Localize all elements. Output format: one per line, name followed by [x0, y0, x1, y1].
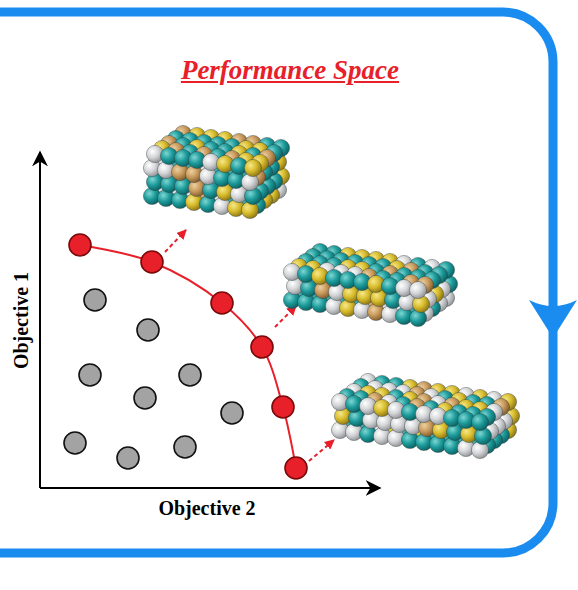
nanoparticle-slab	[331, 373, 519, 458]
pointer-arrow	[165, 230, 186, 252]
pareto-point	[69, 234, 91, 256]
candidate-point	[64, 432, 86, 454]
candidate-point	[137, 319, 159, 341]
candidate-point	[134, 387, 156, 409]
pareto-point	[141, 251, 163, 273]
cycle-border	[0, 12, 553, 553]
atom	[244, 159, 261, 176]
pareto-point	[211, 292, 233, 314]
candidate-point	[179, 364, 201, 386]
nanoparticle-slab	[283, 243, 457, 326]
scatter-points	[64, 230, 334, 479]
text-holder: Performance Space	[181, 55, 399, 86]
atom	[409, 281, 426, 298]
axis-label: Objective 2	[158, 497, 255, 520]
pareto-point	[285, 457, 307, 479]
text-holder: Objective 1	[11, 271, 34, 368]
pointer-arrow	[309, 440, 334, 461]
axis-label: Objective 1	[11, 271, 34, 368]
nanoparticle-slab	[143, 125, 289, 218]
candidate-point	[174, 436, 196, 458]
pareto-point	[251, 336, 273, 358]
pareto-front	[80, 245, 296, 468]
nanoparticle-slabs	[143, 125, 519, 458]
cycle-arrowhead	[529, 300, 577, 338]
candidate-point	[84, 289, 106, 311]
candidate-point	[221, 402, 243, 424]
y-axis	[39, 152, 41, 488]
atom	[471, 413, 488, 430]
pointer-arrow	[275, 306, 296, 327]
pareto-point	[272, 396, 294, 418]
panel-title: Performance Space	[181, 55, 399, 86]
candidate-point	[79, 364, 101, 386]
candidate-point	[117, 447, 139, 469]
x-axis	[40, 487, 380, 489]
text-holder: Objective 2	[158, 497, 255, 520]
